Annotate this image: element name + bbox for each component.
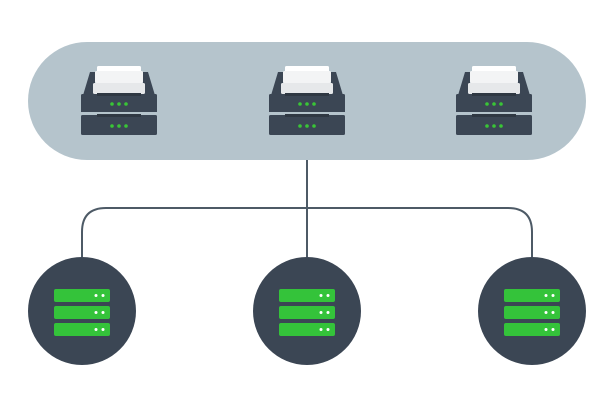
- storage-drawer-icon: [269, 66, 345, 135]
- storage-unit-group: [81, 66, 532, 135]
- server-group: [28, 257, 586, 365]
- server-rack-icon: [478, 257, 586, 365]
- storage-drawer-icon: [456, 66, 532, 135]
- connector-lines: [81, 160, 533, 257]
- server-rack-icon: [28, 257, 136, 365]
- storage-drawer-icon: [81, 66, 157, 135]
- server-rack-icon: [253, 257, 361, 365]
